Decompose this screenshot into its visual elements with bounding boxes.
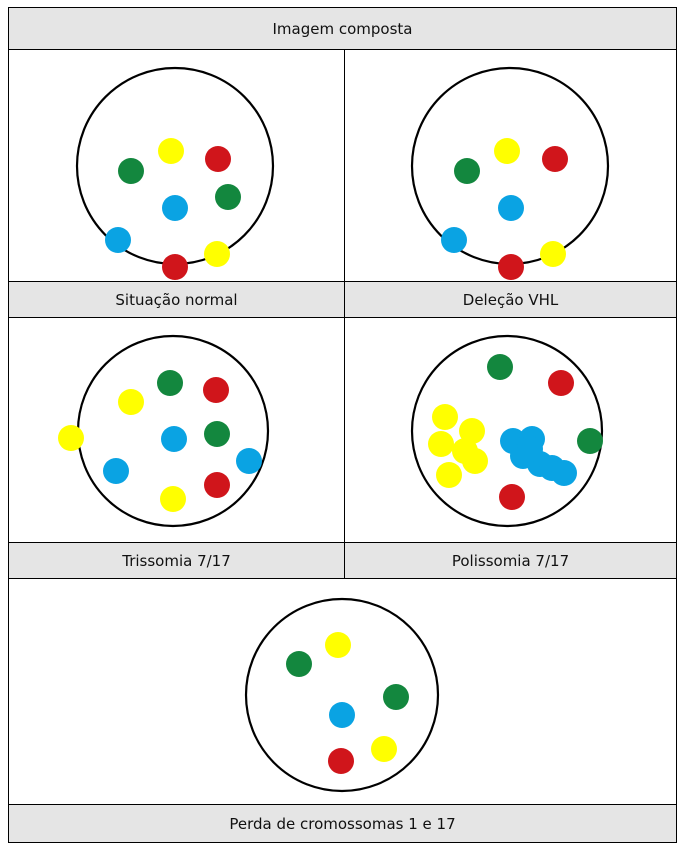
label-polysomy: Polissomia 7/17	[344, 542, 677, 579]
panel-loss-image	[8, 578, 677, 805]
blue-signal	[236, 448, 262, 474]
yellow-signal	[204, 241, 230, 267]
red-signal	[204, 472, 230, 498]
red-signal	[498, 254, 524, 280]
green-signal	[487, 354, 513, 380]
green-signal	[577, 428, 603, 454]
red-signal	[499, 484, 525, 510]
nucleus-normal-svg	[75, 66, 275, 280]
yellow-signal	[494, 138, 520, 164]
green-signal	[215, 184, 241, 210]
yellow-signal	[371, 736, 397, 762]
red-signal	[542, 146, 568, 172]
red-signal	[548, 370, 574, 396]
green-signal	[118, 158, 144, 184]
green-signal	[383, 684, 409, 710]
yellow-signal	[462, 448, 488, 474]
red-signal	[203, 377, 229, 403]
panel-vhl-image	[344, 49, 677, 282]
green-signal	[286, 651, 312, 677]
blue-signal	[517, 436, 543, 462]
red-signal	[162, 254, 188, 280]
yellow-signal	[432, 404, 458, 430]
header-label: Imagem composta	[8, 7, 677, 50]
panel-trisomy-image	[8, 317, 345, 543]
yellow-signal	[325, 632, 351, 658]
blue-signal	[329, 702, 355, 728]
red-signal	[205, 146, 231, 172]
blue-signal	[105, 227, 131, 253]
label-trisomy: Trissomia 7/17	[8, 542, 345, 579]
panel-normal-image	[8, 49, 345, 282]
nucleus-polysomy-svg	[410, 334, 604, 528]
green-signal	[454, 158, 480, 184]
yellow-signal	[160, 486, 186, 512]
label-chromosome-loss: Perda de cromossomas 1 e 17	[8, 804, 677, 843]
label-normal: Situação normal	[8, 281, 345, 318]
yellow-signal	[118, 389, 144, 415]
nucleus-trisomy-svg	[58, 334, 270, 528]
yellow-signal	[459, 418, 485, 444]
blue-signal	[498, 195, 524, 221]
yellow-signal	[436, 462, 462, 488]
yellow-signal	[540, 241, 566, 267]
yellow-signal	[58, 425, 84, 451]
yellow-signal	[158, 138, 184, 164]
blue-signal	[441, 227, 467, 253]
nucleus-loss-svg	[244, 597, 440, 793]
blue-signal	[103, 458, 129, 484]
blue-signal	[161, 426, 187, 452]
nucleus-vhl-svg	[410, 66, 610, 280]
label-vhl-deletion: Deleção VHL	[344, 281, 677, 318]
fish-signal-figure: Imagem composta Situação normal Deleção …	[8, 7, 677, 843]
blue-signal	[551, 460, 577, 486]
yellow-signal	[428, 431, 454, 457]
red-signal	[328, 748, 354, 774]
green-signal	[157, 370, 183, 396]
nucleus-circle	[410, 66, 610, 266]
panel-polysomy-image	[344, 317, 677, 543]
blue-signal	[162, 195, 188, 221]
green-signal	[204, 421, 230, 447]
